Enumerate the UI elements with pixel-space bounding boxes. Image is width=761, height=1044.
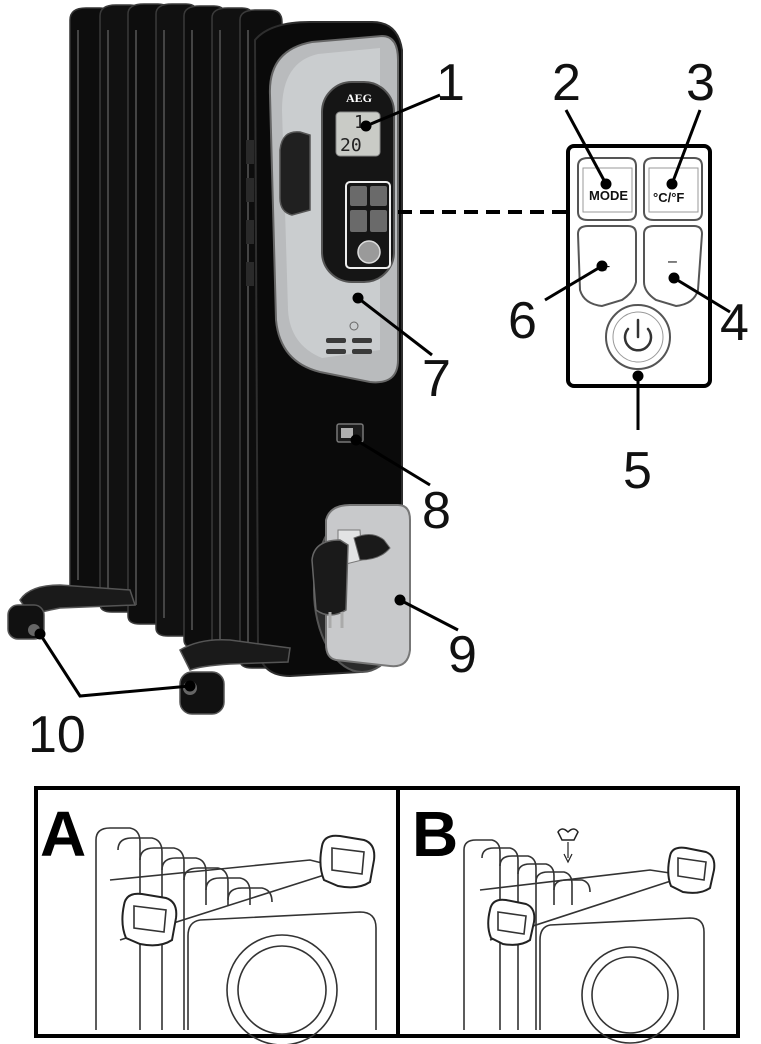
callout-10: 10 (28, 706, 86, 764)
minus-button-label: – (668, 253, 677, 270)
castor-wheel-left (7, 604, 45, 640)
assembly-panels: A B (34, 786, 740, 1044)
callout-4: 4 (720, 294, 749, 352)
mode-button-label: MODE (589, 188, 628, 203)
air-vents (326, 338, 372, 354)
mini-minus-button[interactable] (370, 210, 387, 232)
mini-plus-button[interactable] (350, 210, 367, 232)
castor-wheel-right (179, 671, 225, 715)
panel-b-illustration (463, 839, 716, 1044)
lcd-small-value: 1 (354, 112, 365, 133)
unit-toggle-label: °C/°F (653, 190, 684, 205)
brand-logo: AEG (346, 91, 372, 105)
cable-storage (311, 504, 411, 673)
power-icon (623, 318, 653, 352)
panel-b-label: B (412, 798, 458, 870)
panel-a-label: A (40, 798, 86, 870)
carry-handle (279, 131, 311, 216)
thermostat-icon (349, 321, 359, 331)
mini-button-panel (345, 181, 391, 269)
mini-mode-button[interactable] (350, 186, 367, 206)
callout-7: 7 (422, 350, 451, 408)
mini-unit-button[interactable] (370, 186, 387, 206)
callout-3: 3 (686, 54, 715, 112)
panel-a-illustration (95, 827, 377, 1044)
callout-2: 2 (552, 54, 581, 112)
callout-1: 1 (436, 54, 465, 112)
callout-9: 9 (448, 626, 477, 684)
callout-lines (34, 93, 731, 698)
lcd-temperature-value: 20 (340, 135, 362, 156)
heater-feet (19, 584, 291, 671)
callout-5: 5 (623, 442, 652, 500)
callout-6: 6 (508, 292, 537, 350)
mini-power-button[interactable] (357, 240, 381, 264)
control-panel-detail: MODE °C/°F + – (398, 144, 712, 388)
heater-illustration: AEG 1 20 (7, 3, 411, 715)
callout-8: 8 (422, 482, 451, 540)
wing-nut-icon (557, 828, 579, 864)
radiator-fins (69, 3, 283, 669)
